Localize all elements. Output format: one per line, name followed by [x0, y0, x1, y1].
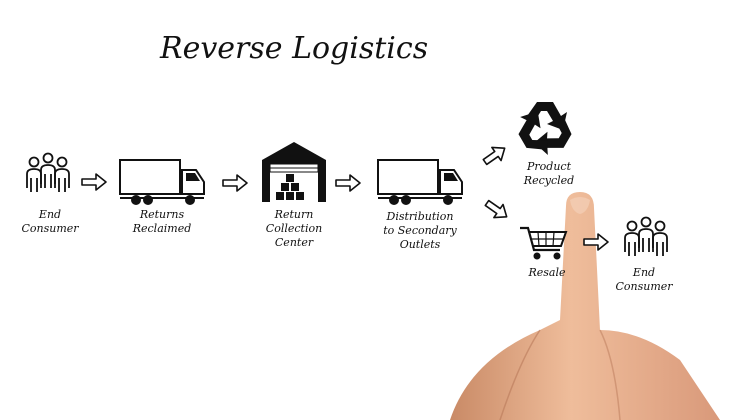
node-label-product-recycled-line1: Product — [526, 160, 572, 173]
node-label-return-collection-center-line3: Center — [275, 236, 314, 249]
node-label-end-consumer-final-line2: Consumer — [615, 280, 673, 293]
flow-arrow-1 — [81, 173, 107, 191]
flow-arrow-up — [479, 140, 511, 170]
node-label-product-recycled-line2: Recycled — [523, 174, 574, 187]
node-label-returns-reclaimed-line1: Returns — [139, 208, 185, 221]
flow-arrow-2 — [222, 174, 248, 192]
truck-icon — [119, 159, 205, 206]
people-icon — [624, 216, 668, 257]
node-label-distribution-line1: Distribution — [386, 210, 454, 223]
flow-arrow-3 — [335, 174, 361, 192]
flow-arrow-down — [481, 195, 513, 225]
warehouse-icon — [262, 142, 326, 202]
node-label-distribution-line3: Outlets — [400, 238, 441, 251]
shopping-cart-icon — [520, 226, 568, 260]
diagram-title: Reverse Logistics — [159, 31, 428, 66]
pointing-hand — [450, 192, 720, 420]
node-label-end-consumer-start-line2: Consumer — [21, 222, 79, 235]
node-label-end-consumer-final-line1: End — [632, 266, 655, 279]
node-label-returns-reclaimed-line2: Reclaimed — [132, 222, 192, 235]
node-label-distribution-line2: to Secondary — [383, 224, 457, 237]
node-label-return-collection-center-line2: Collection — [266, 222, 322, 235]
node-label-end-consumer-start-line1: End — [38, 208, 61, 221]
recycle-icon — [518, 102, 572, 156]
node-label-resale: Resale — [527, 266, 566, 279]
node-label-return-collection-center-line1: Return — [274, 208, 314, 221]
truck-icon — [377, 159, 463, 206]
people-icon — [26, 152, 70, 193]
